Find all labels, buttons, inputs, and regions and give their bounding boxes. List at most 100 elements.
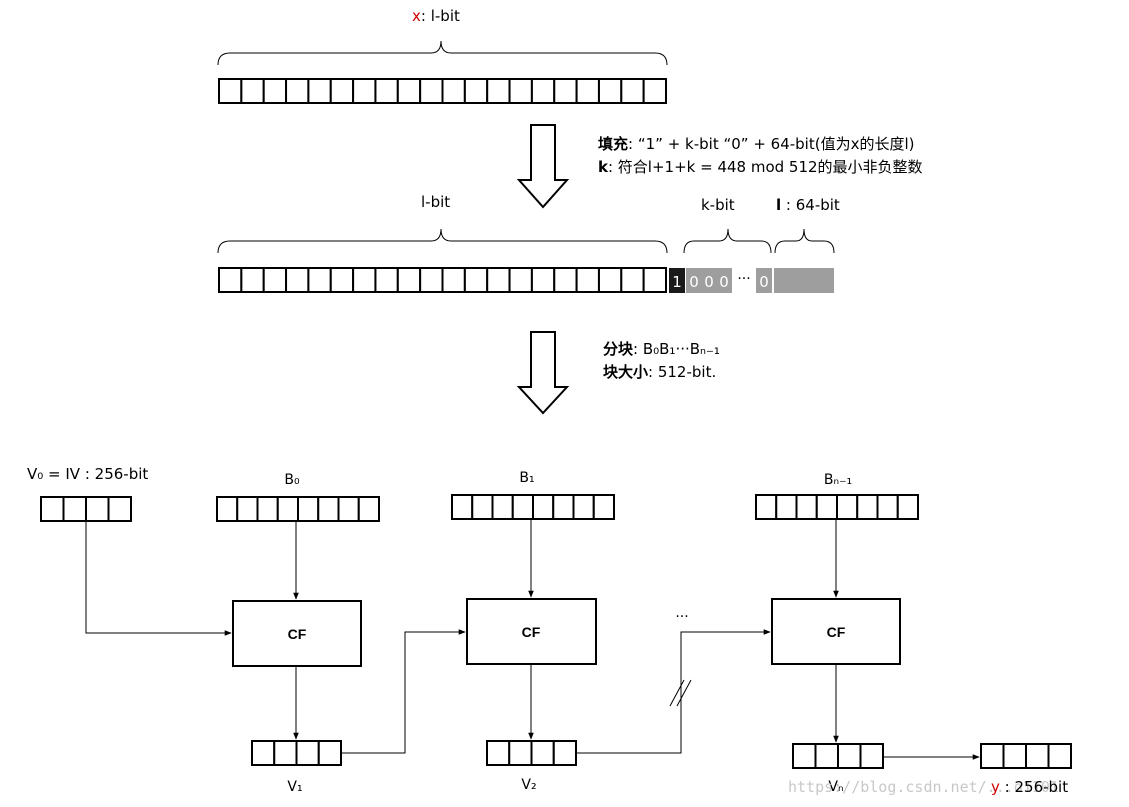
bit-cell (792, 743, 817, 769)
bit-cell (553, 267, 578, 293)
v1-register (251, 740, 342, 766)
bit-cell (297, 496, 320, 522)
pad-one-bit (669, 268, 685, 293)
bit-cell (240, 78, 265, 104)
bit-cell (218, 267, 243, 293)
bit-cell (329, 78, 355, 104)
bit-cell (775, 494, 798, 520)
bit-cell (755, 494, 778, 520)
bit-cell (896, 494, 919, 520)
break-mark-2 (676, 679, 692, 707)
pad-one-text: 1 (672, 273, 682, 291)
block-bn1-register (755, 494, 919, 520)
padding-note-line1: 填充: “1” + k-bit “0” + 64-bit(值为x的长度l) (598, 135, 914, 153)
bit-cell (620, 267, 645, 293)
bit-cell (451, 494, 474, 520)
cf-box-2 (466, 598, 597, 665)
v2-label: V₂ (521, 777, 536, 793)
cf-box-1 (232, 600, 362, 667)
bit-cell (256, 496, 279, 522)
bit-cell (337, 496, 360, 522)
bit-cell (262, 267, 288, 293)
bit-cell (471, 494, 494, 520)
bit-cell (107, 496, 132, 522)
cf-box-1-label: CF (288, 626, 307, 642)
v2-register (486, 740, 577, 766)
watermark: https://blog.csdn.net/...o1101 (788, 778, 1059, 796)
bit-cell (859, 743, 884, 769)
bit-cell (441, 78, 466, 104)
bit-cell (40, 496, 65, 522)
arrow-v1-to-cf2 (341, 629, 466, 754)
bit-cell (62, 496, 87, 522)
output-y-label: y : 256-bit (991, 778, 1068, 796)
block-b1-label: B₁ (519, 470, 534, 486)
bit-cell (597, 267, 623, 293)
iv-register (40, 496, 132, 522)
pad-ellipsis: ··· (737, 271, 750, 287)
bit-cell (352, 78, 377, 104)
bit-cell (486, 78, 511, 104)
bit-cell (508, 267, 533, 293)
bit-cell (463, 78, 489, 104)
bit-cell (352, 267, 377, 293)
bit-cell (530, 740, 555, 766)
pad-zero-1: 0 (689, 273, 699, 291)
pad-last-zero-bit (756, 268, 772, 293)
bit-cell (491, 494, 514, 520)
down-arrow-icon (516, 124, 570, 209)
bit-cell (285, 267, 310, 293)
bit-cell (273, 740, 298, 766)
bit-cell (317, 496, 340, 522)
block-bn1-label: Bₙ₋₁ (824, 472, 852, 488)
bit-cell (419, 78, 444, 104)
bit-cell (795, 494, 818, 520)
bit-cell (511, 494, 534, 520)
bit-cell (486, 267, 511, 293)
padded-kbit-label: k-bit (701, 196, 735, 214)
padded-lbit-label: l-bit (421, 193, 450, 211)
bit-cell (876, 494, 899, 520)
break-mark-1 (669, 679, 685, 707)
bit-cell (572, 494, 595, 520)
bit-cell (836, 494, 859, 520)
padded-lbit-brace (217, 228, 668, 254)
bit-cell (530, 267, 556, 293)
bit-cell (980, 743, 1005, 769)
bit-cell (1025, 743, 1050, 769)
bit-cell (218, 78, 243, 104)
output-y-register (980, 743, 1072, 769)
bit-cell (1002, 743, 1027, 769)
bit-cell (1047, 743, 1072, 769)
bit-cell (276, 496, 299, 522)
bit-cell (374, 267, 399, 293)
cf-box-n (771, 598, 901, 665)
arrow-iv-to-cf (85, 521, 232, 636)
bit-cell (317, 740, 342, 766)
bit-cell (486, 740, 511, 766)
cf-box-2-label: CF (522, 624, 541, 640)
bit-cell (236, 496, 259, 522)
bit-cell (508, 78, 533, 104)
bit-cell (463, 267, 489, 293)
bit-cell (441, 267, 466, 293)
bit-cell (85, 496, 110, 522)
padded-64bit-brace (774, 228, 835, 254)
iv-label: V₀ = IV : 256-bit (27, 465, 148, 483)
pad-zero-3: 0 (719, 273, 729, 291)
bit-cell (295, 740, 320, 766)
bit-cell (592, 494, 615, 520)
bit-cell (329, 267, 355, 293)
bit-cell (419, 267, 444, 293)
message-brace (217, 40, 668, 66)
bit-cell (508, 740, 533, 766)
block-note-line2: 块大小: 512-bit. (603, 363, 716, 381)
bit-cell (251, 740, 276, 766)
bit-cell (357, 496, 380, 522)
bit-cell (530, 78, 556, 104)
bit-cell (856, 494, 879, 520)
arrow-v2-to-cfn (576, 629, 771, 754)
vn-label: Vₙ (828, 779, 843, 795)
bit-cell (642, 78, 668, 104)
